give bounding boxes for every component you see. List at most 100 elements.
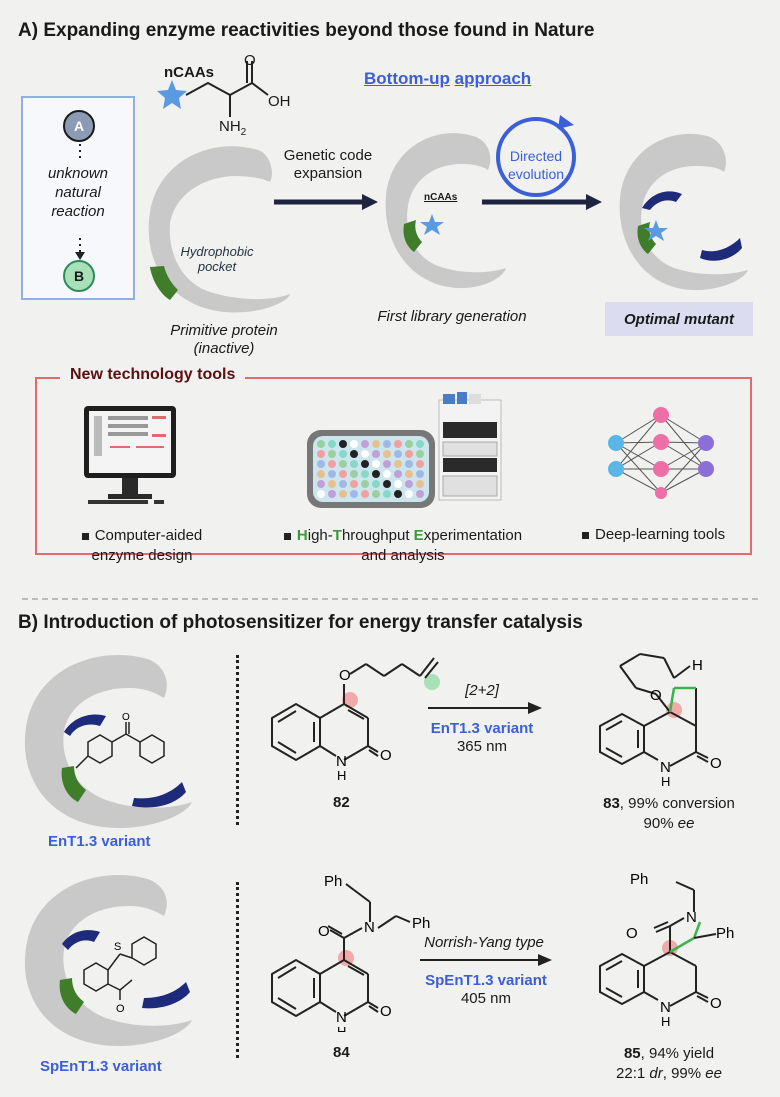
- optimal-star-icon: [644, 220, 668, 241]
- compound-85-dr: dr: [649, 1065, 663, 1082]
- ncaas-small-label: nCAAs: [424, 192, 458, 203]
- plate-well: [416, 450, 424, 458]
- plate-well: [394, 470, 402, 478]
- svg-text:N: N: [336, 753, 347, 770]
- plate-well: [361, 480, 369, 488]
- plate-instrument-icon: [307, 392, 502, 508]
- plate-well: [339, 440, 347, 448]
- primitive-line2: (inactive): [193, 340, 255, 357]
- tools-box: [35, 377, 752, 555]
- plate-well: [361, 490, 369, 498]
- node-b: B: [63, 260, 95, 292]
- plate-well: [328, 450, 336, 458]
- section-b-title: B) Introduction of photosensitizer for e…: [18, 612, 583, 633]
- plate-well: [317, 460, 325, 468]
- tool2-t: T: [332, 527, 342, 544]
- plate-well: [416, 480, 424, 488]
- svg-text:S: S: [114, 941, 121, 953]
- compound-85-ee-value: , 99%: [662, 1065, 706, 1082]
- compound-85-dr-value: 22:1: [616, 1065, 650, 1082]
- plate-well: [339, 480, 347, 488]
- svg-text:H: H: [661, 1014, 670, 1029]
- row2-cond-wavelength: 405 nm: [460, 990, 512, 1007]
- plate-well: [394, 490, 402, 498]
- plate-well: [339, 490, 347, 498]
- svg-text:N: N: [364, 919, 375, 936]
- tool1-line2: enzyme design: [91, 547, 193, 564]
- gce-arrow: [274, 194, 378, 210]
- oxygen-label: O: [244, 52, 256, 69]
- first-library-label: First library generation: [377, 308, 527, 325]
- plate-well: [405, 460, 413, 468]
- nh2-label: NH2: [219, 118, 246, 138]
- section-a-title: A) Expanding enzyme reactivities beyond …: [18, 20, 595, 41]
- svg-text:N: N: [660, 999, 671, 1016]
- computer-icon: [84, 406, 176, 504]
- svg-text:Ph: Ph: [630, 871, 648, 888]
- svg-text:N: N: [686, 909, 697, 926]
- unknown-dotted-arrow: [75, 144, 85, 260]
- primitive-protein: [148, 146, 290, 313]
- row1-cond-wavelength: 365 nm: [456, 738, 508, 755]
- tool2-label: High-Throughput Experimentation and anal…: [258, 526, 548, 566]
- plate-well: [317, 490, 325, 498]
- plate-well: [339, 450, 347, 458]
- tool2-e: E: [413, 527, 424, 544]
- plate-well: [317, 450, 325, 458]
- approach-title: Bottom-up approach: [364, 69, 531, 89]
- row2-cond-top: Norrish-Yang type: [424, 934, 544, 951]
- plate-well: [383, 460, 391, 468]
- plate-well: [328, 470, 336, 478]
- plate-well: [361, 470, 369, 478]
- directed-evolution-label: Directed evolution: [496, 147, 576, 183]
- approach-part2: approach: [454, 69, 532, 88]
- svg-text:H: H: [337, 768, 346, 783]
- tool2-line2: and analysis: [361, 547, 445, 564]
- tool2-h: H: [296, 527, 308, 544]
- tool3-label: Deep-learning tools: [582, 526, 725, 543]
- svg-text:Ph: Ph: [716, 925, 734, 942]
- unknown-line2: natural: [55, 184, 101, 201]
- plate-well: [328, 460, 336, 468]
- svg-text:N: N: [336, 1009, 347, 1026]
- directed-evolution-arrow: [482, 115, 602, 210]
- compound-82-label: 82: [333, 794, 350, 811]
- plate-well: [394, 480, 402, 488]
- unknown-reaction-box: A unknown natural reaction B: [21, 96, 135, 300]
- plate-well: [350, 460, 358, 468]
- nh2-sub: 2: [240, 127, 247, 138]
- plate-well: [372, 480, 380, 488]
- spent-protein: S O: [24, 874, 192, 1046]
- hydrophobic-label: Hydrophobic pocket: [167, 244, 267, 274]
- ent-variant-label: EnT1.3 variant: [48, 833, 151, 850]
- compound-85-result: 85, 94% yield 22:1 dr, 99% ee: [584, 1044, 754, 1084]
- plate-well: [405, 440, 413, 448]
- svg-text:O: O: [626, 925, 638, 942]
- plate-well: [328, 490, 336, 498]
- row2-cond-catalyst: SpEnT1.3 variant: [425, 972, 547, 989]
- spent-variant-label: SpEnT1.3 variant: [40, 1058, 162, 1075]
- svg-text:O: O: [650, 687, 662, 704]
- tools-title: New technology tools: [60, 366, 246, 384]
- svg-text:O: O: [380, 747, 392, 764]
- svg-text:O: O: [122, 712, 130, 723]
- compound-85-text: , 94% yield: [640, 1045, 715, 1062]
- row2-dotted-separator: [236, 882, 239, 1058]
- node-a: A: [63, 110, 95, 142]
- plate-well: [405, 470, 413, 478]
- svg-text:O: O: [318, 923, 330, 940]
- svg-text:Ph: Ph: [324, 873, 342, 890]
- directed-line2: evolution: [507, 166, 565, 182]
- hydrophobic-line2: pocket: [197, 259, 237, 274]
- plate-well: [361, 450, 369, 458]
- compound-84-label: 84: [333, 1044, 350, 1061]
- ncaa-structure: [157, 61, 269, 117]
- svg-text:H: H: [692, 657, 703, 674]
- ncaa-star-icon: [157, 80, 187, 109]
- row1-arrow: [428, 702, 542, 714]
- svg-text:O: O: [116, 1003, 125, 1015]
- svg-text:Ph: Ph: [412, 915, 430, 932]
- plate-well: [339, 470, 347, 478]
- ncaas-label: nCAAs: [164, 64, 215, 81]
- tool3-text: Deep-learning tools: [595, 526, 726, 543]
